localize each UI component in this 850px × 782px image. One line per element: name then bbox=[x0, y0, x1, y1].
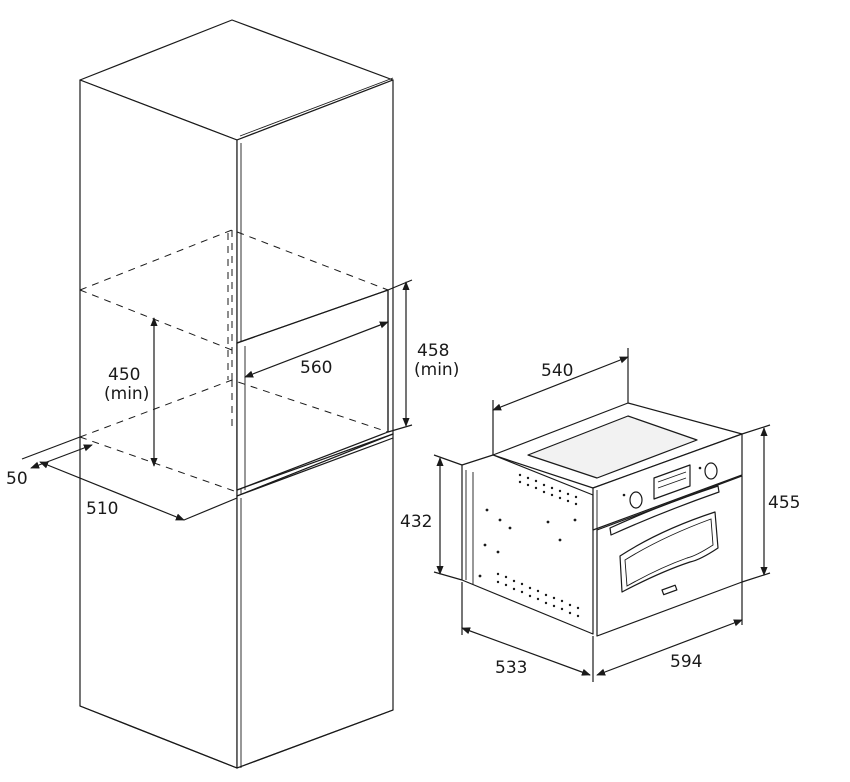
dim-540-label: 540 bbox=[541, 361, 573, 381]
dim-455: 455 bbox=[741, 424, 800, 583]
dim-510: 510 bbox=[39, 461, 238, 521]
oven-badge bbox=[661, 584, 678, 596]
dim-50-label: 50 bbox=[6, 469, 28, 489]
dim-458-qualifier: (min) bbox=[414, 360, 459, 380]
side-screw-dots bbox=[478, 508, 577, 578]
vent-grid-upper bbox=[518, 473, 578, 506]
oven-handle bbox=[609, 485, 720, 536]
dim-594-label: 594 bbox=[670, 652, 702, 672]
dim-533-label: 533 bbox=[495, 658, 527, 678]
dim-450-label: 450 bbox=[108, 365, 140, 385]
dim-533: 533 bbox=[461, 582, 594, 682]
vent-grid-lower bbox=[496, 572, 580, 618]
dim-540: 540 bbox=[492, 348, 629, 455]
oven bbox=[461, 402, 743, 637]
right-knob-icon bbox=[704, 462, 718, 480]
dim-455-label: 455 bbox=[768, 493, 800, 513]
dim-560: 560 bbox=[244, 321, 389, 378]
dim-432: 432 bbox=[400, 454, 463, 581]
dim-458: 458 (min) bbox=[387, 279, 459, 433]
cabinet-left-panel bbox=[79, 79, 238, 769]
oven-left-side bbox=[461, 454, 594, 635]
dim-560-label: 560 bbox=[300, 358, 332, 378]
dim-432-label: 432 bbox=[400, 512, 432, 532]
dim-450: 450 (min) bbox=[104, 317, 158, 467]
dim-50: 50 bbox=[6, 436, 93, 489]
dim-458-label: 458 bbox=[417, 341, 449, 361]
oven-window bbox=[619, 511, 719, 593]
dim-450-qualifier: (min) bbox=[104, 384, 149, 404]
dim-594: 594 bbox=[596, 582, 743, 676]
dim-510-label: 510 bbox=[86, 499, 118, 519]
oven-top-recess bbox=[527, 415, 698, 479]
left-knob-icon bbox=[629, 491, 643, 509]
